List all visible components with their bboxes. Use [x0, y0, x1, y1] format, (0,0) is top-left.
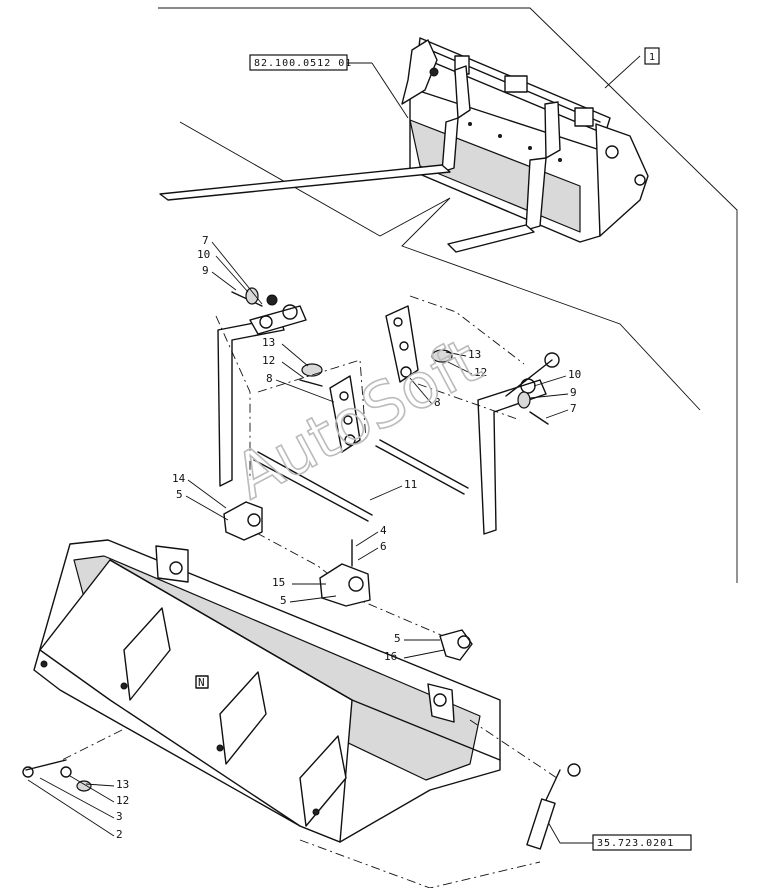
callout-12-c: 12	[69, 775, 129, 807]
pallet-fork-assembly	[159, 37, 649, 253]
svg-text:12: 12	[262, 354, 275, 367]
svg-text:1: 1	[649, 52, 656, 63]
callout-15: 15	[272, 576, 326, 589]
svg-text:5: 5	[394, 632, 401, 645]
svg-text:9: 9	[570, 386, 577, 399]
svg-text:10: 10	[197, 248, 210, 261]
callout-13-a: 13	[262, 336, 309, 367]
callout-10-b: 10	[533, 368, 581, 387]
svg-text:15: 15	[272, 576, 285, 589]
svg-text:7: 7	[570, 402, 577, 415]
svg-text:4: 4	[380, 524, 387, 537]
svg-text:5: 5	[176, 488, 183, 501]
mount-bracket-3	[439, 629, 473, 661]
pin-and-clip	[22, 759, 92, 792]
callout-12-b: 12	[447, 361, 487, 379]
svg-text:13: 13	[468, 348, 481, 361]
svg-text:10: 10	[568, 368, 581, 381]
svg-text:16: 16	[384, 650, 397, 663]
svg-text:12: 12	[474, 366, 487, 379]
svg-text:13: 13	[116, 778, 129, 791]
bucket-logo-text: N	[198, 676, 205, 689]
link-plate-right	[385, 305, 453, 383]
svg-text:13: 13	[262, 336, 275, 349]
svg-text:14: 14	[172, 472, 186, 485]
right-fork-tine	[477, 352, 560, 535]
svg-text:7: 7	[202, 234, 209, 247]
callout-5-b: 5	[280, 594, 337, 607]
callout-9-a: 9	[202, 264, 237, 291]
callout-5-a: 5	[176, 488, 229, 521]
callout-10-a: 10	[197, 248, 249, 293]
svg-text:82.100.0512 01: 82.100.0512 01	[254, 58, 352, 69]
callout-9-b: 9	[529, 386, 577, 399]
svg-text:3: 3	[116, 810, 123, 823]
link-plate-left	[299, 363, 361, 453]
svg-text:6: 6	[380, 540, 387, 553]
callout-8-b: 8	[409, 377, 441, 409]
callout-5-c: 5	[394, 632, 440, 645]
callout-7-a: 7	[202, 234, 263, 305]
bucket: N	[33, 539, 501, 843]
mount-bracket-1	[223, 501, 263, 541]
callout-7-b: 7	[545, 402, 577, 419]
callout-8-a: 8	[266, 372, 335, 403]
svg-text:12: 12	[116, 794, 129, 807]
svg-text:5: 5	[280, 594, 287, 607]
mount-bracket-2	[319, 539, 371, 607]
svg-text:8: 8	[266, 372, 273, 385]
callout-13-c: 13	[85, 778, 129, 791]
callout-14: 14	[172, 472, 227, 509]
callout-12-a: 12	[262, 354, 305, 379]
svg-text:9: 9	[202, 264, 209, 277]
svg-text:8: 8	[434, 396, 441, 409]
hydraulic-cylinder	[526, 763, 581, 850]
reference-box-item-1[interactable]: 1	[644, 47, 660, 65]
callout-2: 2	[27, 779, 123, 841]
frame-lines	[158, 7, 738, 583]
callout-3: 3	[39, 777, 123, 823]
callout-4: 4	[355, 524, 387, 547]
reference-box-top[interactable]: 82.100.0512 01	[249, 54, 409, 119]
reference-box-bottom[interactable]: 35.723.0201	[547, 821, 692, 851]
svg-text:2: 2	[116, 828, 123, 841]
svg-text:11: 11	[404, 478, 417, 491]
callouts: 7 10 9 13 12 8 14 5 11 4 6 15 5 5 16 13 …	[27, 234, 581, 841]
callout-11: 11	[369, 478, 417, 501]
cross-shaft	[253, 439, 469, 522]
callout-13-b: 13	[445, 348, 481, 361]
bolt-row	[468, 122, 562, 162]
svg-text:35.723.0201: 35.723.0201	[597, 838, 674, 849]
callout-16: 16	[384, 649, 445, 663]
watermark-text: AutoSoft	[223, 324, 492, 513]
dash-lines-bottom	[61, 719, 561, 888]
callout-6: 6	[357, 540, 387, 561]
